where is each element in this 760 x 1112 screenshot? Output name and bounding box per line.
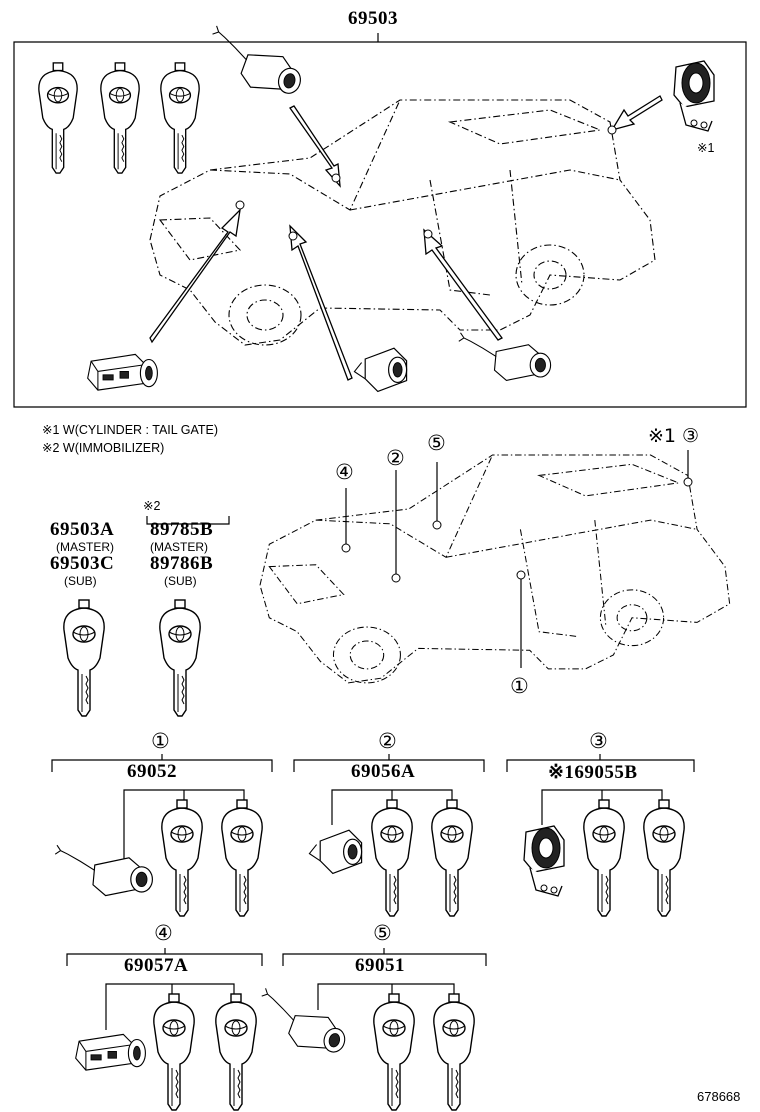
key-icon: [100, 62, 140, 174]
truck-outline-icon: [149, 99, 656, 346]
tailgate-note-mark: ※1: [697, 141, 715, 155]
group-5-number: ⑤: [373, 921, 392, 945]
immobilizer-master-part-number: 89785B: [150, 519, 214, 540]
key-icon: [431, 799, 473, 917]
immobilizer-sub-part-number: 89786B: [150, 553, 214, 574]
note-2: ※2 W(IMMOBILIZER): [42, 441, 165, 455]
ignition-switch-icon: [87, 353, 158, 391]
arrow-icon: [149, 95, 663, 381]
key-icon: [159, 599, 201, 717]
immobilizer-note-mark: ※2: [143, 499, 161, 513]
key-icon: [583, 799, 625, 917]
group-1-number: ①: [151, 729, 170, 753]
diagram-id: 678668: [697, 1089, 741, 1104]
key-icon: [371, 799, 413, 917]
group-2-number: ②: [378, 729, 397, 753]
group-5-part-number: 69051: [355, 955, 405, 976]
group-4-number: ④: [154, 921, 173, 945]
sub-key-label: (SUB): [64, 574, 97, 588]
top-part-number: 69503: [348, 8, 398, 29]
tailgate-cylinder-icon: [523, 825, 565, 897]
ignition-switch-icon: [75, 1033, 146, 1071]
note-1: ※1 W(CYLINDER : TAIL GATE): [42, 423, 219, 437]
key-icon: [433, 993, 475, 1111]
door-lock-cylinder-icon: [308, 829, 363, 874]
key-icon: [215, 993, 257, 1111]
key-icon: [373, 993, 415, 1111]
door-lock-cylinder-icon: [353, 347, 408, 392]
key-icon: [63, 599, 105, 717]
tailgate-cylinder-icon: [673, 60, 715, 132]
top-panel-frame: [13, 33, 747, 408]
master-key-label: (MASTER): [56, 540, 114, 554]
key-icon: [161, 799, 203, 917]
truck-outline-icon: [259, 454, 731, 684]
callout-1: ①: [510, 674, 529, 698]
key-icon: [153, 993, 195, 1111]
callout-2: ②: [386, 446, 405, 470]
master-key-part-number: 69503A: [50, 519, 115, 540]
group-2-part-number: 69056A: [351, 761, 416, 782]
door-lock-cylinder-icon: [251, 987, 354, 1059]
callout-4: ④: [335, 460, 354, 484]
sub-key-part-number: 69503C: [50, 553, 115, 574]
key-icon: [221, 799, 263, 917]
callout-3: ※1 ③: [648, 425, 700, 447]
callout-5: ⑤: [427, 431, 446, 455]
door-lock-cylinder-icon: [201, 24, 310, 100]
door-lock-cylinder-icon: [54, 844, 153, 897]
immobilizer-sub-label: (SUB): [164, 574, 197, 588]
group-1-part-number: 69052: [127, 761, 177, 782]
immobilizer-master-label: (MASTER): [150, 540, 208, 554]
key-icon: [160, 62, 200, 174]
group-4-part-number: 69057A: [124, 955, 189, 976]
key-icon: [643, 799, 685, 917]
door-lock-cylinder-icon: [458, 332, 552, 381]
key-icon: [38, 62, 78, 174]
group-3-number: ③: [589, 729, 608, 753]
group-3-part-number: ※169055B: [548, 762, 638, 783]
